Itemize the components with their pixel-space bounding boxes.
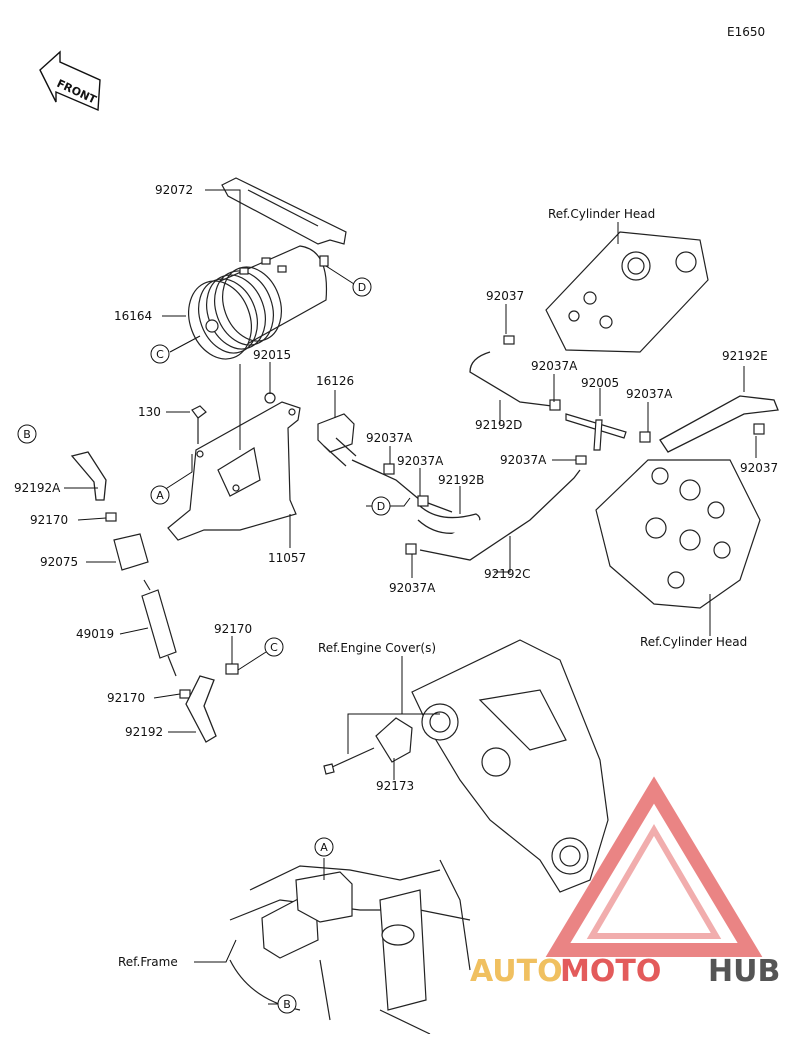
part-label-92192e: 92192E (722, 349, 768, 363)
part-label-92037a-6: 92037A (500, 453, 547, 467)
part-label-130: 130 (138, 405, 161, 419)
part-label-92075: 92075 (40, 555, 78, 569)
part-label-92072: 92072 (155, 183, 193, 197)
clamps (105, 335, 765, 699)
callout-b-frame: B (277, 994, 297, 1014)
part-label-92170-lower: 92170 (107, 691, 145, 705)
callout-c-lower: C (264, 637, 284, 657)
canister-bracket (221, 177, 347, 245)
hose-92192d (469, 351, 553, 407)
svg-text:B: B (283, 998, 291, 1011)
svg-text:A: A (320, 841, 328, 854)
ref-cylinder-head-top: Ref.Cylinder Head (548, 207, 655, 221)
part-label-92192c: 92192C (484, 567, 531, 581)
valve-16126 (317, 413, 357, 467)
svg-text:D: D (377, 500, 385, 513)
svg-text:C: C (270, 641, 278, 654)
svg-text:C: C (156, 348, 164, 361)
hose-92192 (185, 675, 217, 743)
callout-b-left: B (17, 424, 37, 444)
part-label-92005: 92005 (581, 376, 619, 390)
ref-engine-cover: Ref.Engine Cover(s) (318, 641, 436, 655)
watermark-moto: MOTO (560, 954, 661, 989)
watermark-auto: AUTO (470, 954, 563, 989)
bracket-92173 (323, 717, 413, 775)
svg-text:D: D (358, 281, 366, 294)
part-label-92192: 92192 (125, 725, 163, 739)
part-label-92192b: 92192B (438, 473, 484, 487)
ref-frame: Ref.Frame (118, 955, 178, 969)
hose-92192a (70, 451, 107, 501)
nut-92015 (264, 392, 276, 404)
part-label-92173: 92173 (376, 779, 414, 793)
part-label-92170-right: 92170 (214, 622, 252, 636)
part-label-92170-upper: 92170 (30, 513, 68, 527)
charcoal-canister (188, 245, 329, 360)
engine-cover (411, 639, 609, 893)
watermark-hub: HUB (708, 954, 780, 989)
svg-text:B: B (23, 428, 31, 441)
front-arrow-icon: FRONT (39, 50, 101, 112)
canister-mount-plate (167, 401, 301, 541)
hose-92192e (659, 395, 779, 453)
bolt-130 (191, 405, 207, 444)
part-label-92037-1: 92037 (486, 289, 524, 303)
callout-a-frame: A (314, 837, 334, 857)
part-label-92192d: 92192D (475, 418, 522, 432)
fuel-filter-49019 (141, 579, 177, 677)
part-label-92037a-2: 92037A (397, 454, 444, 468)
cylinder-head-bottom (595, 459, 761, 609)
part-label-92037a-3: 92037A (389, 581, 436, 595)
callout-c-upper: C (150, 344, 170, 364)
diagram-code: E1650 (727, 25, 765, 39)
part-label-92037a-4: 92037A (531, 359, 578, 373)
part-label-92015: 92015 (253, 348, 291, 362)
leader-lines (64, 189, 757, 1005)
part-label-92037-2: 92037 (740, 461, 778, 475)
callout-a-left: A (150, 485, 170, 505)
part-label-16126: 16126 (316, 374, 354, 388)
svg-text:A: A (156, 489, 164, 502)
ref-cylinder-head-bottom: Ref.Cylinder Head (640, 635, 747, 649)
callout-d-lower: D (371, 496, 391, 516)
automotohub-watermark: AUTO MOTO HUB (470, 776, 780, 989)
hose-92192c (419, 469, 581, 561)
cylinder-head-top (545, 231, 709, 353)
part-label-92037a-1: 92037A (366, 431, 413, 445)
callout-d-upper: D (352, 277, 372, 297)
part-label-16164: 16164 (114, 309, 152, 323)
part-label-92037a-5: 92037A (626, 387, 673, 401)
part-label-11057: 11057 (268, 551, 306, 565)
part-label-49019: 49019 (76, 627, 114, 641)
frame (229, 859, 471, 1035)
sleeve-92075 (113, 533, 149, 571)
part-label-92192a: 92192A (14, 481, 61, 495)
tee-fitting-92005 (565, 413, 627, 451)
